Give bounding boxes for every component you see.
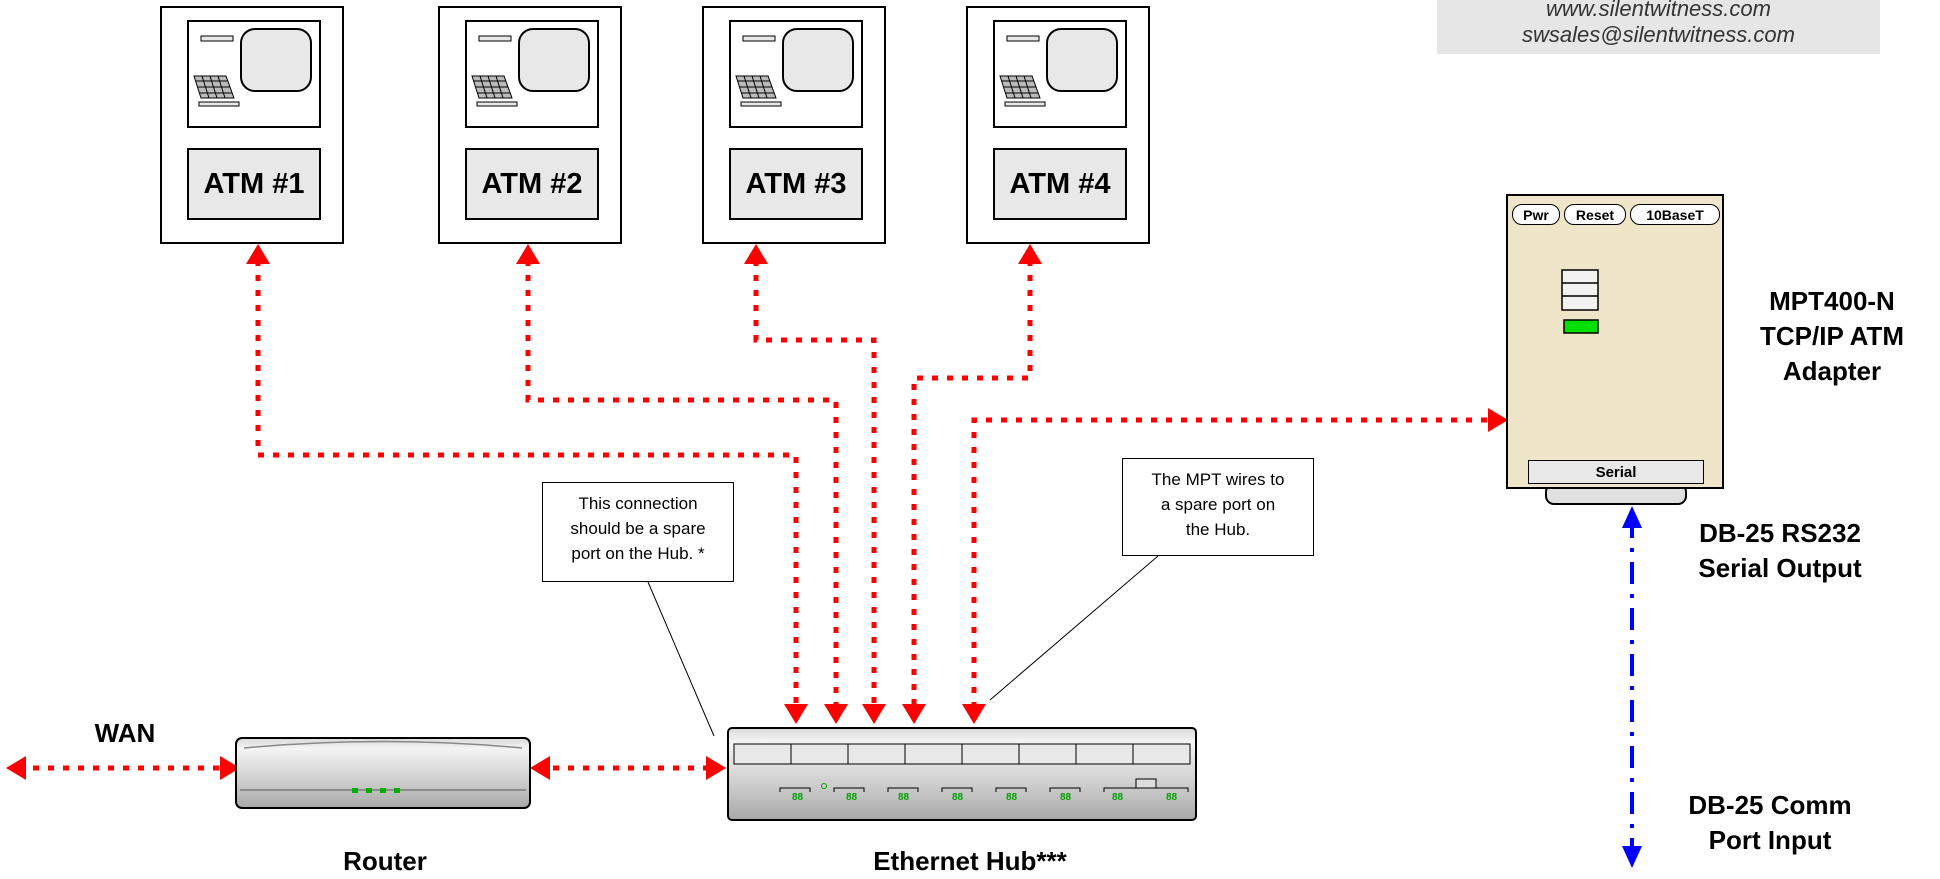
svg-text:88: 88 — [952, 792, 964, 803]
arrowhead — [824, 704, 848, 724]
svg-text:88: 88 — [792, 792, 804, 803]
arrowhead — [530, 756, 550, 780]
arrowhead — [744, 244, 768, 264]
arrowhead — [902, 704, 926, 724]
mpt-wires-callout: The MPT wires to a spare port on the Hub… — [1122, 458, 1314, 556]
link-atm1-hub — [255, 260, 799, 708]
port-stack-icon — [1561, 269, 1599, 334]
pwr-button[interactable]: Pwr — [1512, 204, 1560, 225]
atm-label: ATM #3 — [729, 148, 863, 220]
arrowhead — [706, 756, 726, 780]
link-atm3-hub — [753, 260, 877, 708]
arrowhead — [516, 244, 540, 264]
arrowhead — [6, 756, 26, 780]
arrowhead — [784, 704, 808, 724]
atm-unit-3: ATM #3 — [702, 6, 886, 244]
comm-port-label: DB-25 Comm Port Input — [1688, 790, 1852, 855]
website-text: www.silentwitness.com — [1546, 0, 1771, 21]
router-label: Router — [343, 846, 427, 876]
atm-unit-1: ATM #1 — [160, 6, 344, 244]
atm-screen — [729, 20, 863, 128]
callout-pointer — [647, 581, 715, 737]
arrowhead — [1622, 846, 1642, 868]
spare-port-callout: This connection should be a spare port o… — [542, 482, 734, 582]
atm-unit-2: ATM #2 — [438, 6, 622, 244]
atm-screen — [187, 20, 321, 128]
atm-monitor-icon — [735, 28, 854, 107]
ethernet-arrowheads — [6, 244, 1508, 780]
reset-button[interactable]: Reset — [1564, 204, 1626, 225]
arrowhead — [1018, 244, 1042, 264]
callout-pointer — [989, 555, 1159, 701]
link-atm4-hub — [911, 260, 1033, 708]
svg-text:88: 88 — [1060, 792, 1072, 803]
ethernet-links — [18, 260, 1494, 771]
link-atm2-hub — [525, 260, 839, 708]
svg-text:88: 88 — [898, 792, 910, 803]
atm-unit-4: ATM #4 — [966, 6, 1150, 244]
svg-text:88: 88 — [1112, 792, 1124, 803]
atm-screen — [993, 20, 1127, 128]
svg-text:88: 88 — [846, 792, 858, 803]
arrowhead — [1488, 408, 1508, 432]
atm-screen — [465, 20, 599, 128]
arrowhead — [246, 244, 270, 264]
email-text: swsales@silentwitness.com — [1522, 22, 1795, 47]
10baset-button[interactable]: 10BaseT — [1630, 204, 1720, 225]
atm-label: ATM #4 — [993, 148, 1127, 220]
contact-info-box: www.silentwitness.com swsales@silentwitn… — [1437, 0, 1880, 54]
arrowhead — [1622, 506, 1642, 528]
svg-text:88: 88 — [1006, 792, 1018, 803]
link-hub-adapter — [971, 417, 1494, 708]
serial-port-label: Serial — [1528, 460, 1704, 484]
router-device — [235, 737, 531, 809]
arrowhead — [862, 704, 886, 724]
ethernet-hub-device: 88 88 88 88 88 88 88 88 — [727, 727, 1197, 821]
atm-monitor-icon — [999, 28, 1118, 107]
atm-label: ATM #2 — [465, 148, 599, 220]
svg-text:88: 88 — [1166, 792, 1178, 803]
arrowhead — [220, 756, 240, 780]
atm-label: ATM #1 — [187, 148, 321, 220]
hub-label: Ethernet Hub*** — [873, 846, 1067, 876]
serial-output-label: DB-25 RS232 Serial Output — [1698, 518, 1862, 583]
atm-monitor-icon — [193, 28, 312, 107]
status-led — [1563, 319, 1599, 334]
adapter-title: MPT400-N TCP/IP ATM Adapter — [1760, 286, 1904, 386]
wan-label: WAN — [94, 718, 156, 748]
mpt400-adapter: Pwr Reset 10BaseT Serial — [1506, 194, 1724, 489]
arrowhead — [962, 704, 986, 724]
atm-monitor-icon — [471, 28, 590, 107]
